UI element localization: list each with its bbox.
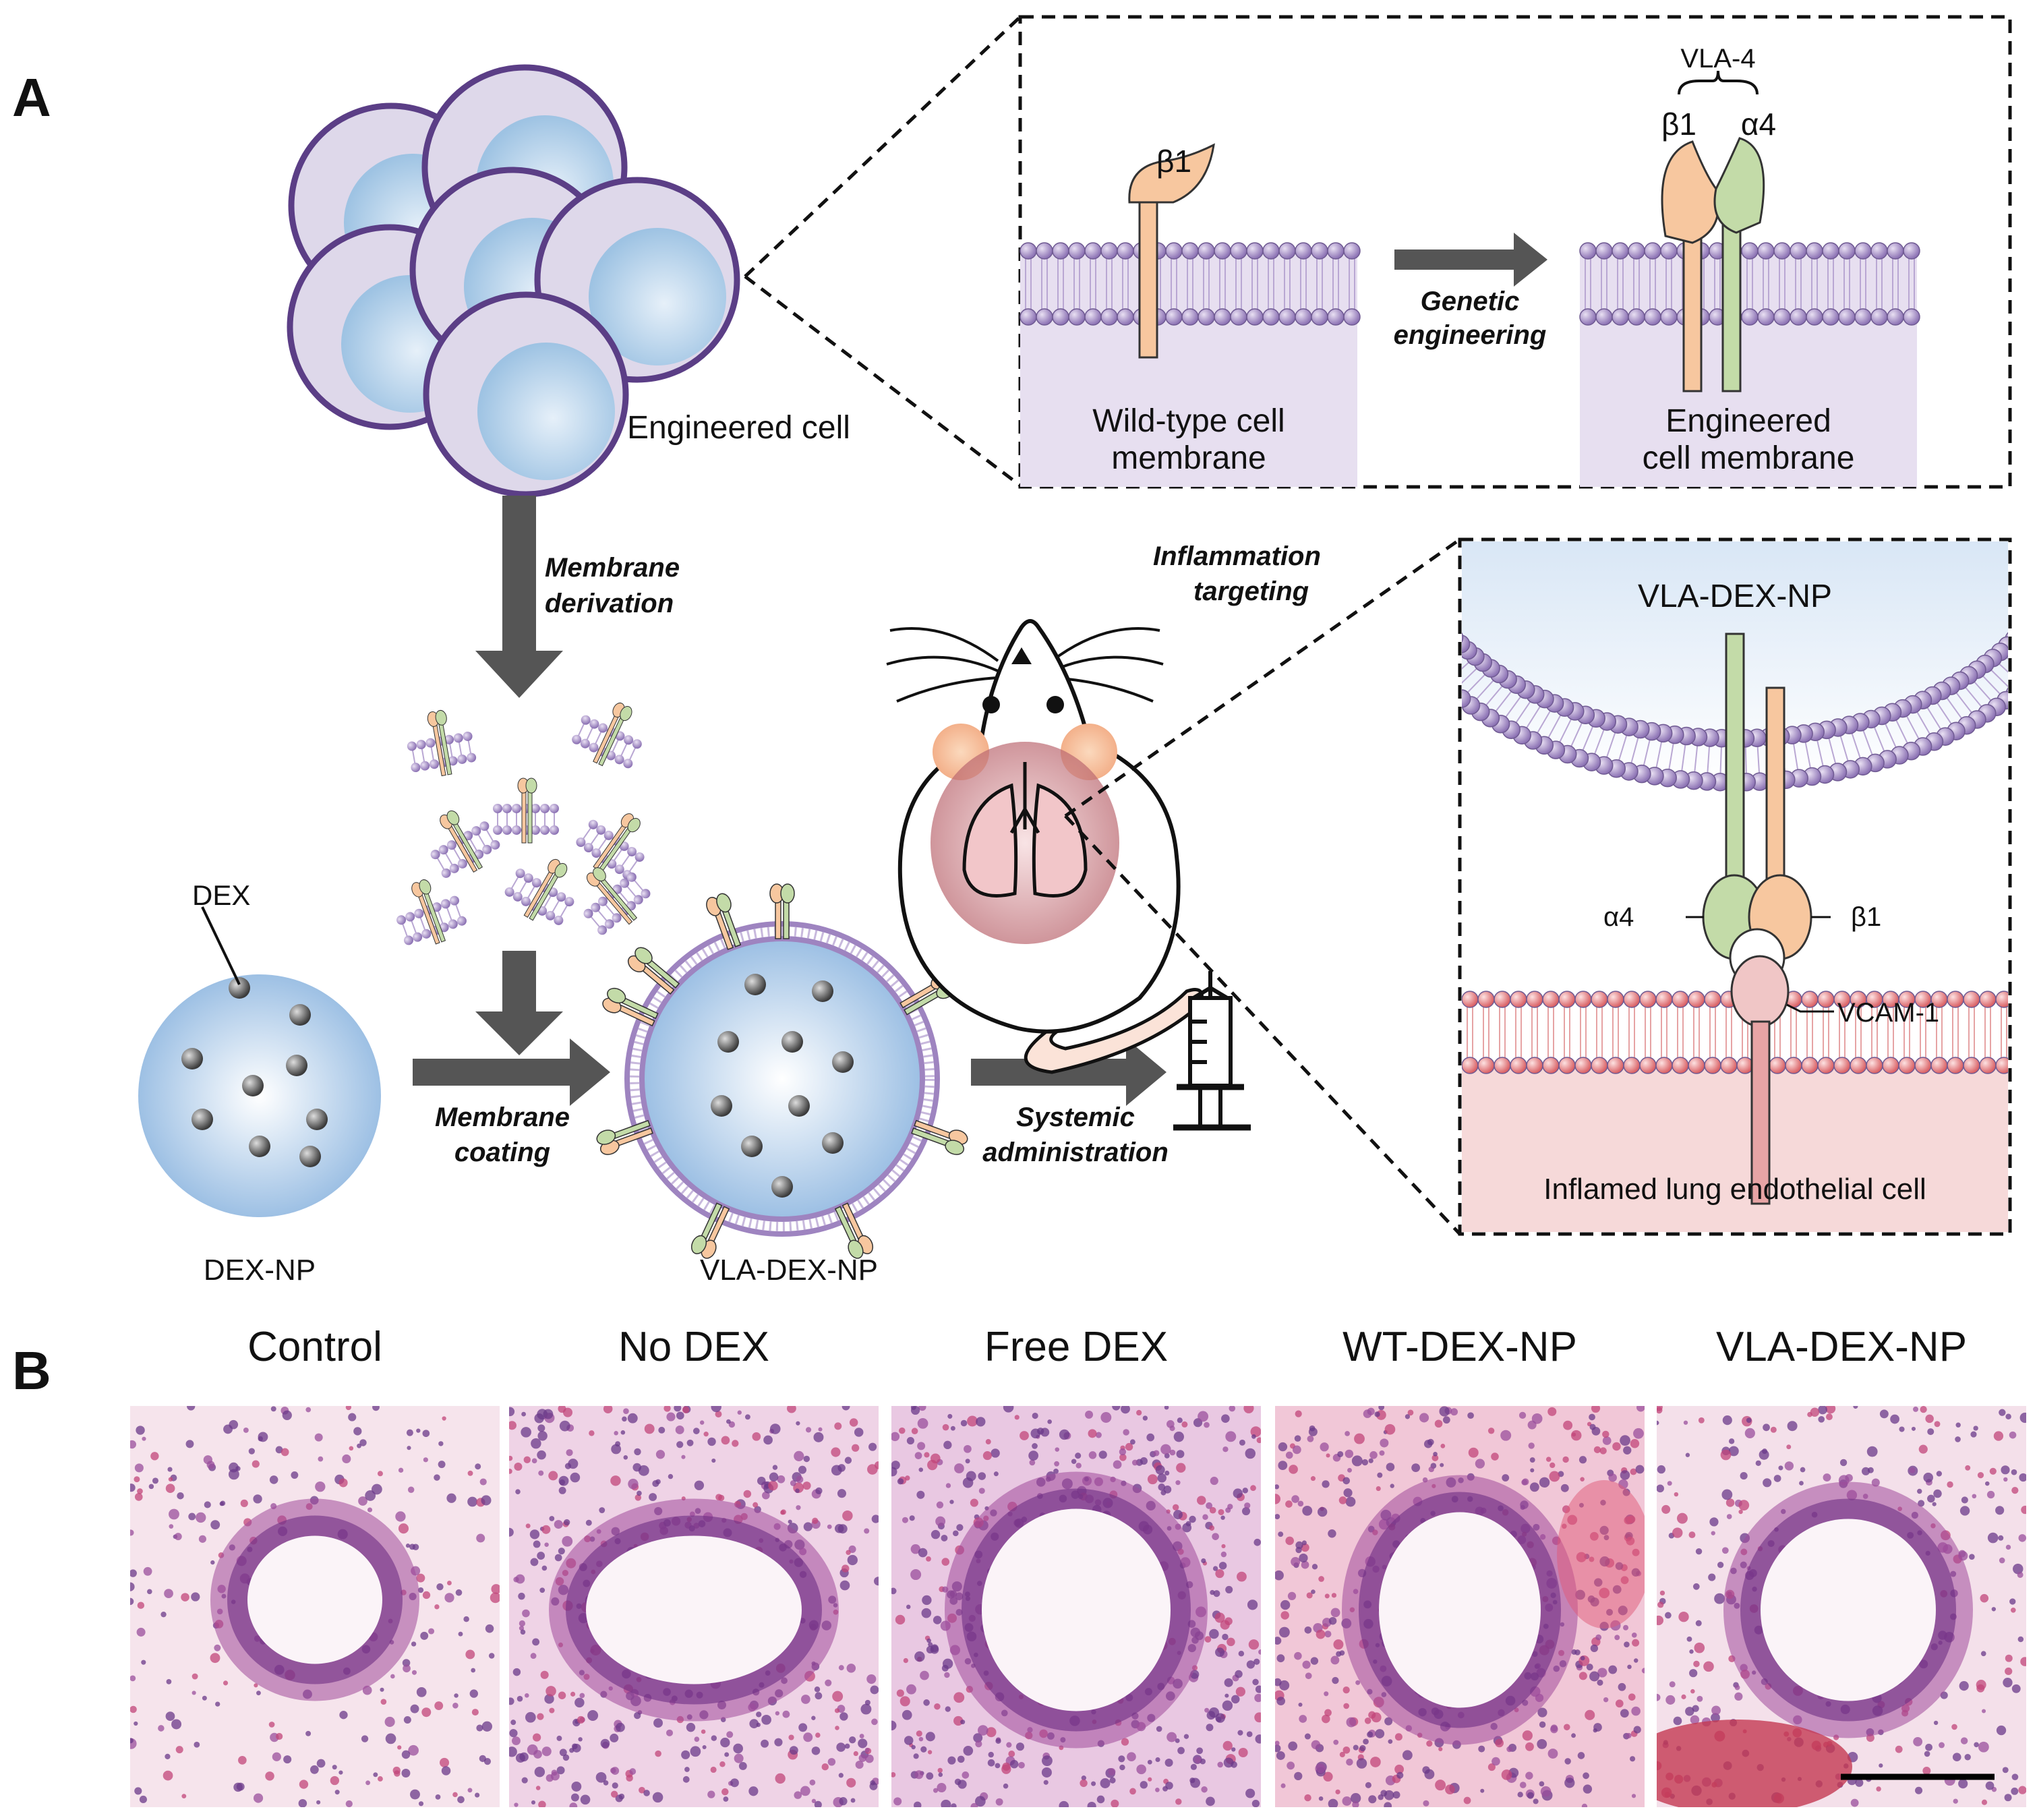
systemic-administration-arrow (971, 1038, 1167, 1106)
membrane-derivation-label-1: Membrane (545, 553, 680, 583)
engineered-cell-label: Engineered cell (627, 410, 850, 446)
binding-beta1-label: β1 (1851, 902, 1881, 932)
cell-cluster-icon (287, 64, 740, 498)
membrane-derivation-arrow (475, 496, 563, 698)
histology-title-2: Free DEX (984, 1324, 1168, 1370)
histology-panels: Control No DEX Free DEX WT-DEX-NP VLA-DEX-NP (130, 1324, 2026, 1807)
membrane-coating-label-2: coating (454, 1138, 550, 1167)
membrane-fragments (396, 702, 651, 945)
vcam1-label: VCAM-1 (1837, 998, 1939, 1028)
wildtype-membrane-label-2: membrane (1111, 440, 1266, 476)
membrane-coating-arrow (413, 1038, 610, 1106)
binding-inset: VLA-DEX-NP α4 β1 VCAM-1 Inflamed lung en… (1458, 537, 2012, 1236)
membrane-inset: β1 Genetic engineering VLA-4 β1 α4 Wild-… (1018, 15, 2012, 489)
alpha4-label: α4 (1741, 107, 1776, 142)
syringe-icon (1173, 971, 1251, 1131)
panel-b-letter: B (12, 1341, 51, 1401)
membrane-derivation-label-2: derivation (545, 589, 674, 618)
histology-image-1 (509, 1406, 879, 1807)
engineered-membrane-label-2: cell membrane (1643, 440, 1855, 476)
dex-np-icon (138, 906, 381, 1217)
systemic-administration-label-2: administration (982, 1138, 1169, 1167)
binding-title: VLA-DEX-NP (1638, 579, 1832, 614)
histology-image-2 (891, 1406, 1261, 1807)
dex-label: DEX (192, 879, 250, 911)
histology-title-4: VLA-DEX-NP (1716, 1324, 1967, 1370)
histology-image-4 (1657, 1406, 2026, 1807)
beta1-wildtype-label: β1 (1156, 144, 1191, 179)
histology-title-1: No DEX (618, 1324, 769, 1370)
lung-icon (962, 762, 1088, 898)
histology-title-0: Control (247, 1324, 382, 1370)
genetic-engineering-label-2: engineering (1394, 320, 1547, 350)
beta1-label: β1 (1661, 107, 1696, 142)
wildtype-membrane-label-1: Wild-type cell (1092, 403, 1285, 439)
vla4-label: VLA-4 (1680, 44, 1755, 74)
histology-image-0 (130, 1406, 500, 1807)
genetic-engineering-label-1: Genetic (1421, 287, 1520, 316)
histology-image-3 (1275, 1406, 1645, 1807)
engineered-membrane-label-1: Engineered (1665, 403, 1831, 439)
panel-a-letter: A (12, 67, 51, 127)
endothelial-label: Inflamed lung endothelial cell (1543, 1173, 1926, 1206)
vla-dex-np-label: VLA-DEX-NP (700, 1254, 878, 1287)
dex-np-label: DEX-NP (204, 1254, 316, 1287)
systemic-administration-label-1: Systemic (1016, 1103, 1135, 1132)
inflammation-targeting-label-2: targeting (1193, 577, 1309, 606)
binding-alpha4-label: α4 (1603, 902, 1634, 932)
histology-title-3: WT-DEX-NP (1342, 1324, 1577, 1370)
membrane-coating-label-1: Membrane (435, 1103, 570, 1132)
inflammation-targeting-label-1: Inflammation (1153, 541, 1321, 571)
